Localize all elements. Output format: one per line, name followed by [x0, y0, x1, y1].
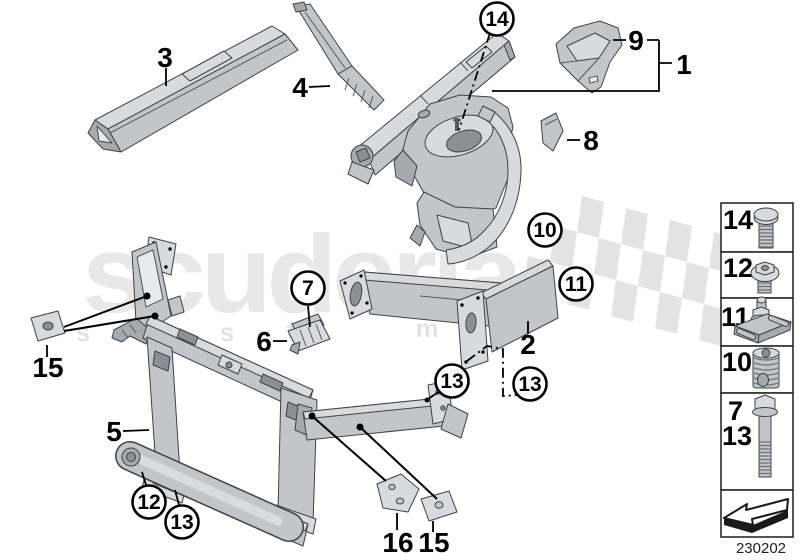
- callout-5-7: 5: [106, 416, 122, 447]
- flag-check-cell: [682, 262, 709, 304]
- svg-text:10: 10: [533, 219, 556, 242]
- round-head-screw-icon: [753, 207, 779, 249]
- circled-callout-7-1: 7: [290, 270, 326, 306]
- part-2-crash-box: [456, 259, 559, 371]
- part-15-mounting-plate: [30, 310, 66, 342]
- callout-16-9: 16: [382, 527, 413, 558]
- callout-2-6: 2: [520, 329, 536, 360]
- legend-number-14: 14: [723, 205, 753, 235]
- callout-8-4: 8: [583, 125, 599, 156]
- flag-check-cell: [655, 292, 682, 334]
- svg-text:7: 7: [302, 277, 314, 300]
- part-1-front-side-member-assembly: [339, 32, 522, 330]
- fender-support-bracket: [445, 105, 522, 265]
- flag-check-cell: [638, 250, 665, 292]
- flag-check-cell: [621, 208, 648, 250]
- diagonal-support-rail: [294, 380, 469, 441]
- callout-4-1: 4: [292, 72, 308, 103]
- part-4-trim-rail: [292, 1, 385, 111]
- svg-text:13: 13: [170, 511, 193, 534]
- fastener-legend: 14 12 11 10 7 13: [720, 202, 794, 557]
- svg-text:14: 14: [485, 8, 509, 31]
- screw-14-position: [453, 118, 461, 131]
- legend-number-10: 10: [722, 347, 752, 377]
- watermark-layer: scuderia sstms: [76, 196, 736, 348]
- part-5-radiator-support: [115, 315, 318, 547]
- install-direction-arrow-icon: [723, 498, 789, 533]
- circled-callout-13-7: 13: [164, 504, 200, 540]
- circled-callout-10-2: 10: [527, 212, 563, 248]
- part-8-cover-plate: [540, 112, 564, 152]
- callout-1-3: 1: [676, 49, 692, 80]
- callout-6-5: 6: [256, 326, 272, 357]
- part-15-bracket-plate: [420, 490, 458, 522]
- callout-9-2: 9: [628, 25, 644, 56]
- flag-check-cell: [611, 280, 638, 322]
- flag-check-cell: [699, 304, 726, 346]
- svg-text:11: 11: [565, 273, 588, 296]
- strut-tower: [393, 94, 514, 217]
- svg-text:13: 13: [440, 370, 463, 393]
- part-3-reinforcement-rail: [87, 25, 299, 153]
- svg-text:12: 12: [137, 491, 160, 514]
- part-6-clip-block: [287, 313, 331, 355]
- slide-in-cage-nut-icon: [733, 296, 792, 344]
- diagram-code: 230202: [736, 540, 786, 557]
- circled-callout-14-0: 14: [479, 1, 515, 37]
- circled-callout-13-5: 13: [512, 366, 548, 402]
- part-16-bracket-plate: [376, 473, 420, 513]
- circled-callout-13-4: 13: [434, 363, 470, 399]
- callout-15-10: 15: [418, 527, 449, 558]
- threaded-sleeve-icon: [752, 347, 780, 389]
- circled-callout-12-6: 12: [131, 484, 167, 520]
- part-9-corner-bracket: [555, 20, 623, 94]
- lower-crossmember-tube: [115, 441, 304, 542]
- legend-number-13: 13: [722, 421, 752, 451]
- svg-text:13: 13: [518, 373, 541, 396]
- flange-hex-screw-icon: [750, 261, 780, 294]
- circled-callout-11-3: 11: [558, 266, 594, 302]
- hex-bolt-icon: [752, 394, 778, 478]
- callout-3-0: 3: [157, 42, 173, 73]
- flag-check-cell: [577, 196, 604, 238]
- leader-lines: [46, 32, 672, 532]
- watermark-subtext-letter: s: [76, 317, 90, 347]
- legend-number-7: 7: [728, 396, 743, 426]
- flag-check-cell: [594, 238, 621, 280]
- watermark-subtext-letter: s: [220, 317, 234, 347]
- callout-15-8: 15: [32, 352, 63, 383]
- legend-number-12: 12: [723, 253, 753, 283]
- flag-check-cell: [665, 220, 692, 262]
